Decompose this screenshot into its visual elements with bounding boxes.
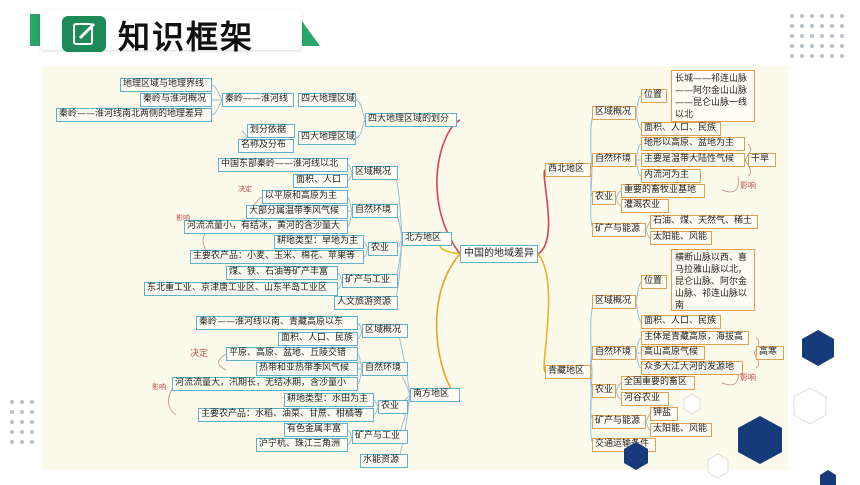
north-agri-1: 主要农产品：小麦、玉米、棉花、苹果等 <box>190 250 364 264</box>
north-nature-2: 河流流量小，有结冰，黄河的含沙量大 <box>184 220 348 234</box>
four-regions-item-0: 地理区域与地理界线 <box>120 78 212 92</box>
four-regions-sub1-label: 秦岭——淮河线 <box>222 93 294 107</box>
north-cat-nature: 自然环境 <box>352 204 398 218</box>
north-agri-0: 耕地类型：旱地为主 <box>274 235 364 249</box>
four-regions-sub1: 四大地理区域 <box>298 93 356 107</box>
north-cat-agri: 农业 <box>368 242 398 256</box>
qinghai-position: 位置 <box>641 275 667 289</box>
north-root: 北方地区 <box>402 232 452 246</box>
qinghai-nature-0: 主体是青藏高原，海拔高 <box>641 331 749 345</box>
northwest-mining-1: 太阳能、风能 <box>650 231 712 245</box>
south-note-decide: 决定 <box>190 349 209 359</box>
four-regions-item-2: 秦岭——淮河线南北两侧的地理差异 <box>56 108 212 122</box>
south-mining-0: 有色金属丰富 <box>284 423 348 437</box>
northwest-note-influence: 影响 <box>740 181 756 190</box>
four-regions-sub2-item-1: 名称及分布 <box>238 139 294 153</box>
four-regions-root: 四大地理区域的划分 <box>365 113 457 127</box>
south-root: 南方地区 <box>410 388 460 402</box>
northwest-area: 面积、人口、民族 <box>641 122 721 136</box>
northwest-position: 位置 <box>641 89 667 103</box>
north-location-0: 中国东部秦岭——淮河线以北 <box>218 158 348 172</box>
four-regions-sub2-item-0: 划分依据 <box>247 124 295 138</box>
south-location-0: 秦岭——淮河线以南、青藏高原以东 <box>196 316 358 330</box>
qinghai-agri-0: 全国重要的畜区 <box>621 376 695 390</box>
north-cat-mining: 矿产与工业 <box>342 274 398 288</box>
north-nature-0: 以平原和高原为主 <box>262 190 348 204</box>
south-nature-2: 河流流量大，汛期长，无结冰期，含沙量小 <box>172 377 358 391</box>
center-node: 中国的地域差异 <box>460 245 538 263</box>
south-nature-0: 平原、高原、盆地、丘陵交错 <box>226 347 358 361</box>
qinghai-cat-location: 区域概况 <box>592 295 636 309</box>
south-cat-agri: 农业 <box>378 400 408 414</box>
four-regions-sub2: 四大地理区域 <box>298 131 356 145</box>
northwest-agri-1: 灌溉农业 <box>621 199 669 213</box>
decor-dots-left <box>10 400 40 470</box>
northwest-agri-0: 重要的畜牧业基地 <box>621 184 705 198</box>
south-mining-1: 沪宁杭、珠江三角洲 <box>256 438 348 452</box>
north-cat-tourism: 人文旅游资源 <box>334 296 398 310</box>
north-mining-0: 煤、铁、石油等矿产丰富 <box>226 266 338 280</box>
qinghai-mining-1: 太阳能、风能 <box>650 423 712 437</box>
north-mining-1: 东北重工业、京津唐工业区、山东半岛工业区 <box>144 282 338 296</box>
decor-hexagons <box>624 330 836 485</box>
edit-icon <box>62 16 106 52</box>
qinghai-cat-agri: 农业 <box>592 384 616 398</box>
qinghai-nature-2: 众多大江大河的发源地 <box>641 361 743 375</box>
northwest-cat-nature: 自然环境 <box>592 153 636 167</box>
north-cat-location: 区域概况 <box>352 166 398 180</box>
northwest-root: 西北地区 <box>545 163 591 177</box>
northwest-cat-location: 区域概况 <box>592 106 636 120</box>
north-location-1: 面积、人口 <box>293 174 348 188</box>
qinghai-cat-nature: 自然环境 <box>592 346 636 360</box>
page-title: 知识框架 <box>118 18 255 56</box>
south-cat-location: 区域概况 <box>362 324 408 338</box>
qinghai-cold: 高寒 <box>756 346 784 360</box>
northwest-position-text: 长城——祁连山脉——阿尔金山山脉——昆仑山脉一线以北 <box>671 70 755 122</box>
north-note-decide: 决定 <box>238 185 252 193</box>
north-note-influence: 影响 <box>176 214 190 222</box>
northwest-nature-2: 内流河为主 <box>641 169 701 183</box>
decor-dots-top <box>790 14 850 64</box>
south-cat-mining: 矿产与工业 <box>352 430 408 444</box>
qinghai-note-influence: 影响 <box>740 373 756 382</box>
south-agri-0: 耕地类型：水田为主 <box>284 393 374 407</box>
qinghai-mining-0: 钾盐 <box>650 407 678 421</box>
north-nature-1: 大部分属温带季风气候 <box>246 205 348 219</box>
northwest-dry: 干旱 <box>748 153 776 167</box>
south-cat-water: 水能资源 <box>360 454 408 468</box>
northwest-nature-1: 主要是温带大陆性气候 <box>641 153 745 167</box>
qinghai-nature-1: 高山高原气候 <box>641 346 705 360</box>
south-note-influence: 影响 <box>152 383 166 391</box>
qinghai-cat-mining: 矿产与能源 <box>592 415 646 429</box>
south-agri-1: 主要农产品：水稻、油菜、甘蔗、柑橘等 <box>198 408 374 422</box>
qinghai-root: 青藏地区 <box>545 365 591 379</box>
four-regions-item-1: 秦岭与淮河概况 <box>140 93 212 107</box>
qinghai-area: 面积、人口、民族 <box>641 315 721 329</box>
northwest-cat-mining: 矿产与能源 <box>592 223 646 237</box>
qinghai-position-text: 横断山脉以西、喜马拉雅山脉以北，昆仑山脉、阿尔金山脉、祁连山脉以南 <box>671 249 755 311</box>
south-cat-nature: 自然环境 <box>362 362 408 376</box>
northwest-cat-agri: 农业 <box>592 191 616 205</box>
northwest-mining-0: 石油、煤、天然气、稀土 <box>650 215 758 229</box>
south-location-1: 面积、人口、民族 <box>278 332 358 346</box>
northwest-nature-0: 地形以高原、盆地为主 <box>641 137 745 151</box>
south-nature-1: 热带和亚热带季风气候 <box>256 362 358 376</box>
qinghai-agri-1: 河谷农业 <box>621 392 669 406</box>
